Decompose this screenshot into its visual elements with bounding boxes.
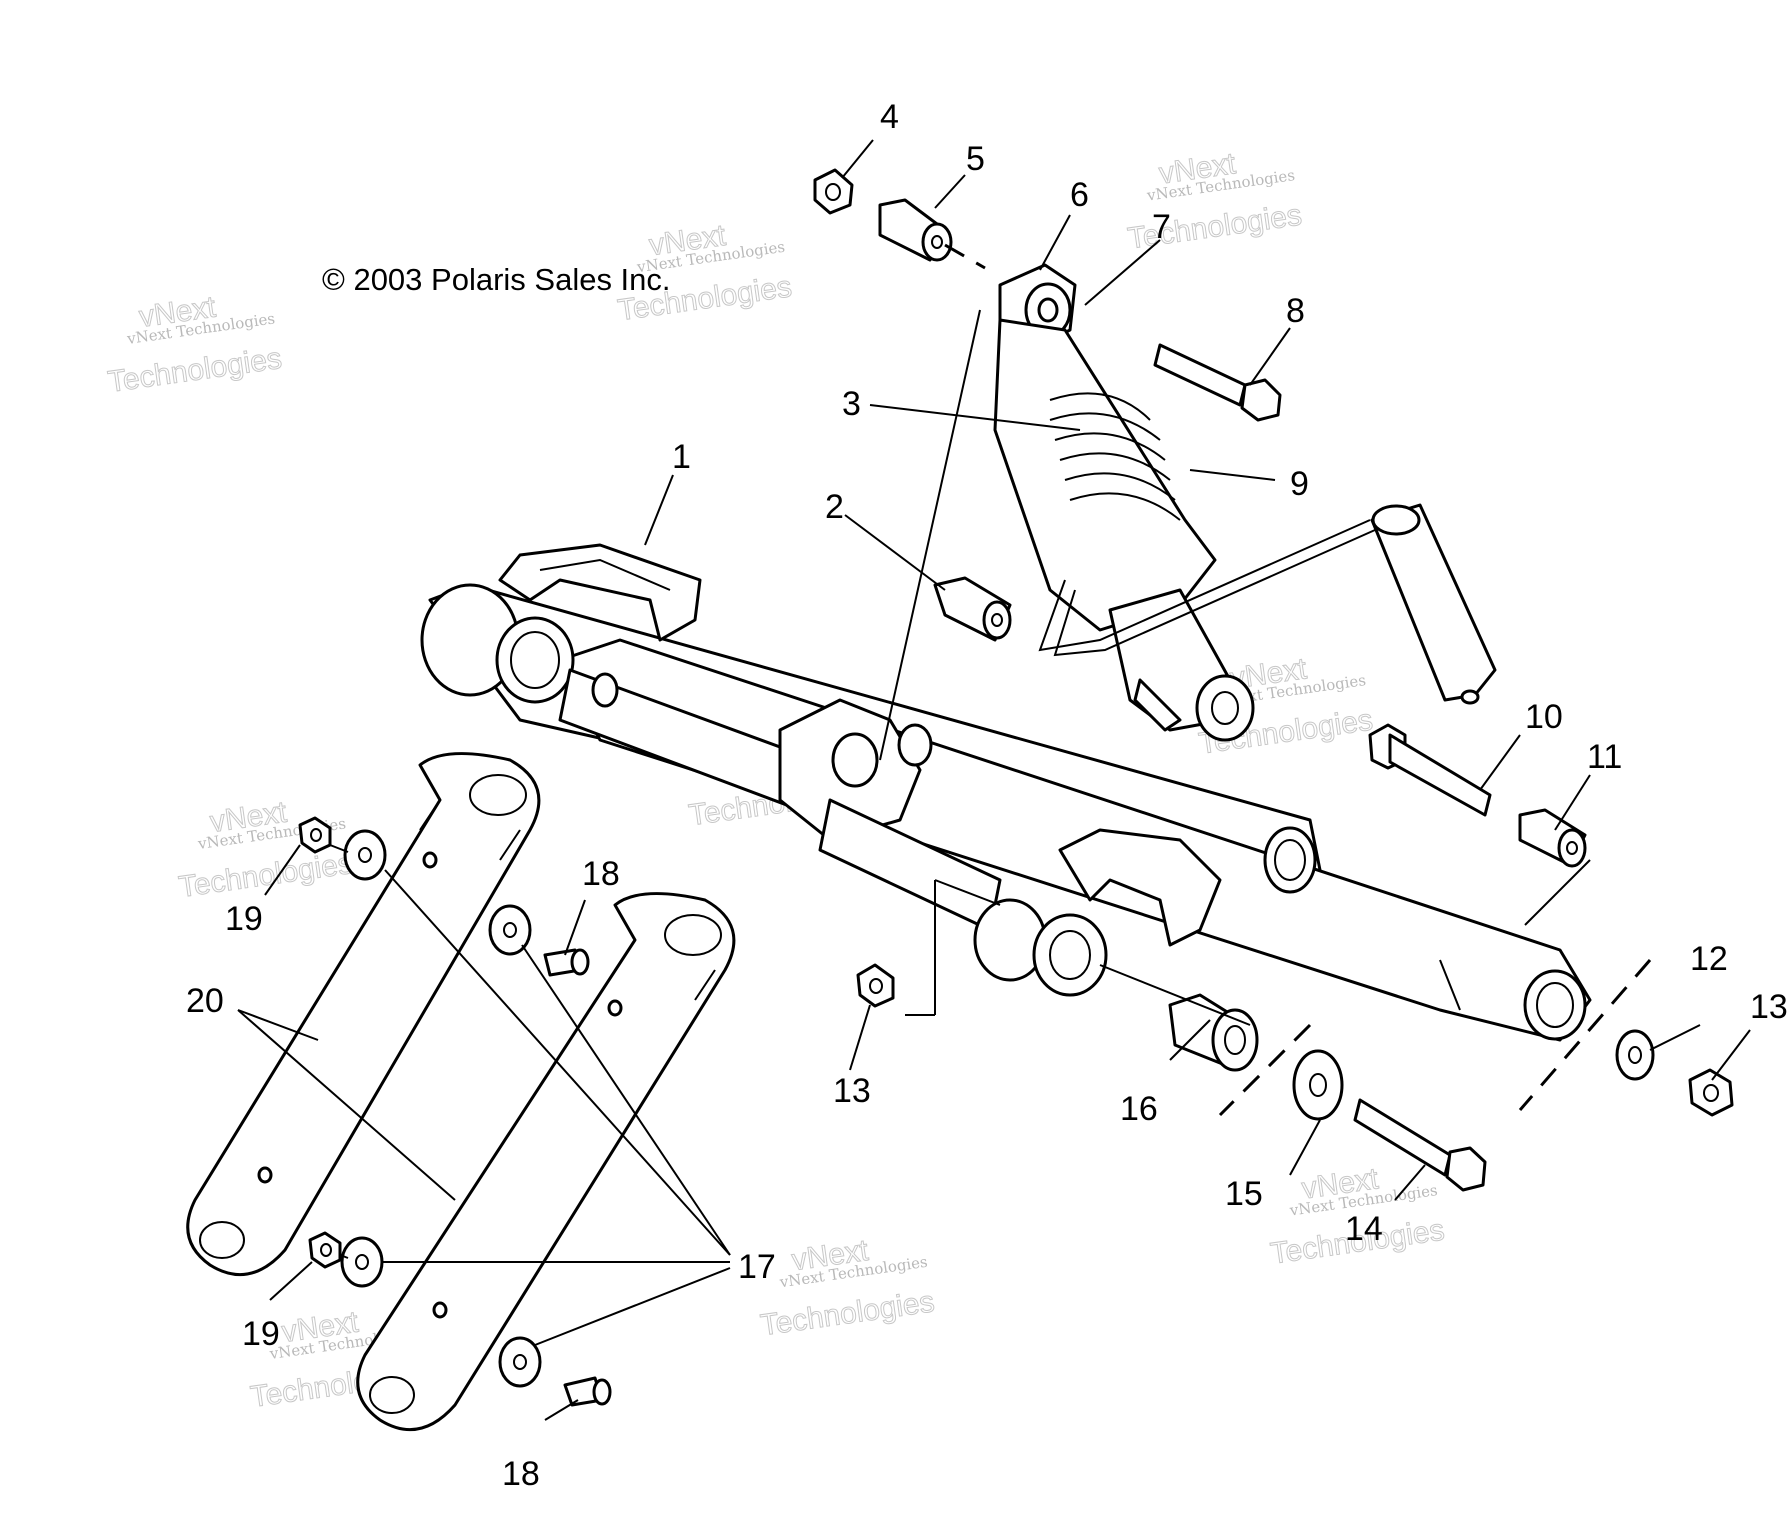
- callout-14: 14: [1345, 1210, 1383, 1248]
- part-bolt-14: [1353, 1098, 1487, 1192]
- part-nut-4: [813, 168, 854, 215]
- watermark-tile: vNext Technologies Technologies vNext: [758, 1233, 937, 1342]
- part-pin-18-lower: [563, 1376, 612, 1407]
- part-washer-17c: [340, 1236, 384, 1288]
- callout-15: 15: [1225, 1175, 1263, 1213]
- callout-6: 6: [1070, 176, 1089, 214]
- callout-13-right: 13: [1750, 988, 1788, 1026]
- part-nut-19-lower: [308, 1231, 342, 1269]
- part-spacer-2: [933, 576, 1012, 642]
- callout-19-upper: 19: [225, 900, 263, 938]
- part-spacer-11: [1518, 808, 1587, 868]
- leader-lines: [237, 139, 1751, 1421]
- part-bolt-8: [1153, 343, 1282, 422]
- callout-10: 10: [1525, 698, 1563, 736]
- part-washer-17d: [498, 1336, 542, 1388]
- callout-3: 3: [842, 385, 861, 423]
- part-pin-18-upper: [543, 948, 590, 977]
- part-bushing-16: [1168, 993, 1259, 1072]
- callout-5: 5: [966, 140, 985, 178]
- callout-9: 9: [1290, 465, 1309, 503]
- part-bolt-10: [1368, 723, 1492, 817]
- part-swing-arm: [420, 543, 1592, 1042]
- part-link-arm-right: [356, 892, 736, 1432]
- callout-11: 11: [1587, 738, 1622, 776]
- callout-7: 7: [1152, 208, 1171, 246]
- part-nut-13-center: [856, 963, 895, 1008]
- part-washer-12: [1615, 1029, 1655, 1081]
- part-spacer-5: [878, 198, 953, 262]
- part-washer-15: [1292, 1049, 1344, 1121]
- callout-8: 8: [1286, 292, 1305, 330]
- part-link-arm-left: [186, 752, 541, 1277]
- callout-20: 20: [186, 982, 224, 1020]
- watermark-tile: vNext Technologies Technologies vNext: [1125, 147, 1304, 256]
- callout-2: 2: [825, 488, 844, 526]
- callout-17: 17: [738, 1248, 776, 1286]
- watermark-tile: vNext Technologies Technologies vNext: [105, 290, 284, 399]
- svg-text:Technologies: Technologies: [758, 1285, 936, 1342]
- callout-labels: 4 5 6 7 8 3 9 1 2 10 11 12 13 13 16 15 1…: [186, 98, 1788, 1493]
- callout-18-upper: 18: [582, 855, 620, 893]
- part-shock-absorber: [993, 263, 1497, 742]
- part-nut-13-right: [1688, 1068, 1734, 1117]
- callout-1: 1: [672, 438, 691, 476]
- part-washer-17a: [343, 829, 387, 881]
- callout-12: 12: [1690, 940, 1728, 978]
- callout-13-center: 13: [833, 1072, 871, 1110]
- callout-18-lower: 18: [502, 1455, 540, 1493]
- part-washer-17b: [488, 904, 532, 956]
- copyright-text: © 2003 Polaris Sales Inc.: [322, 262, 671, 297]
- svg-text:Technologies: Technologies: [106, 342, 284, 399]
- callout-19-lower: 19: [242, 1315, 280, 1353]
- callout-16: 16: [1120, 1090, 1158, 1128]
- callout-4: 4: [880, 98, 899, 136]
